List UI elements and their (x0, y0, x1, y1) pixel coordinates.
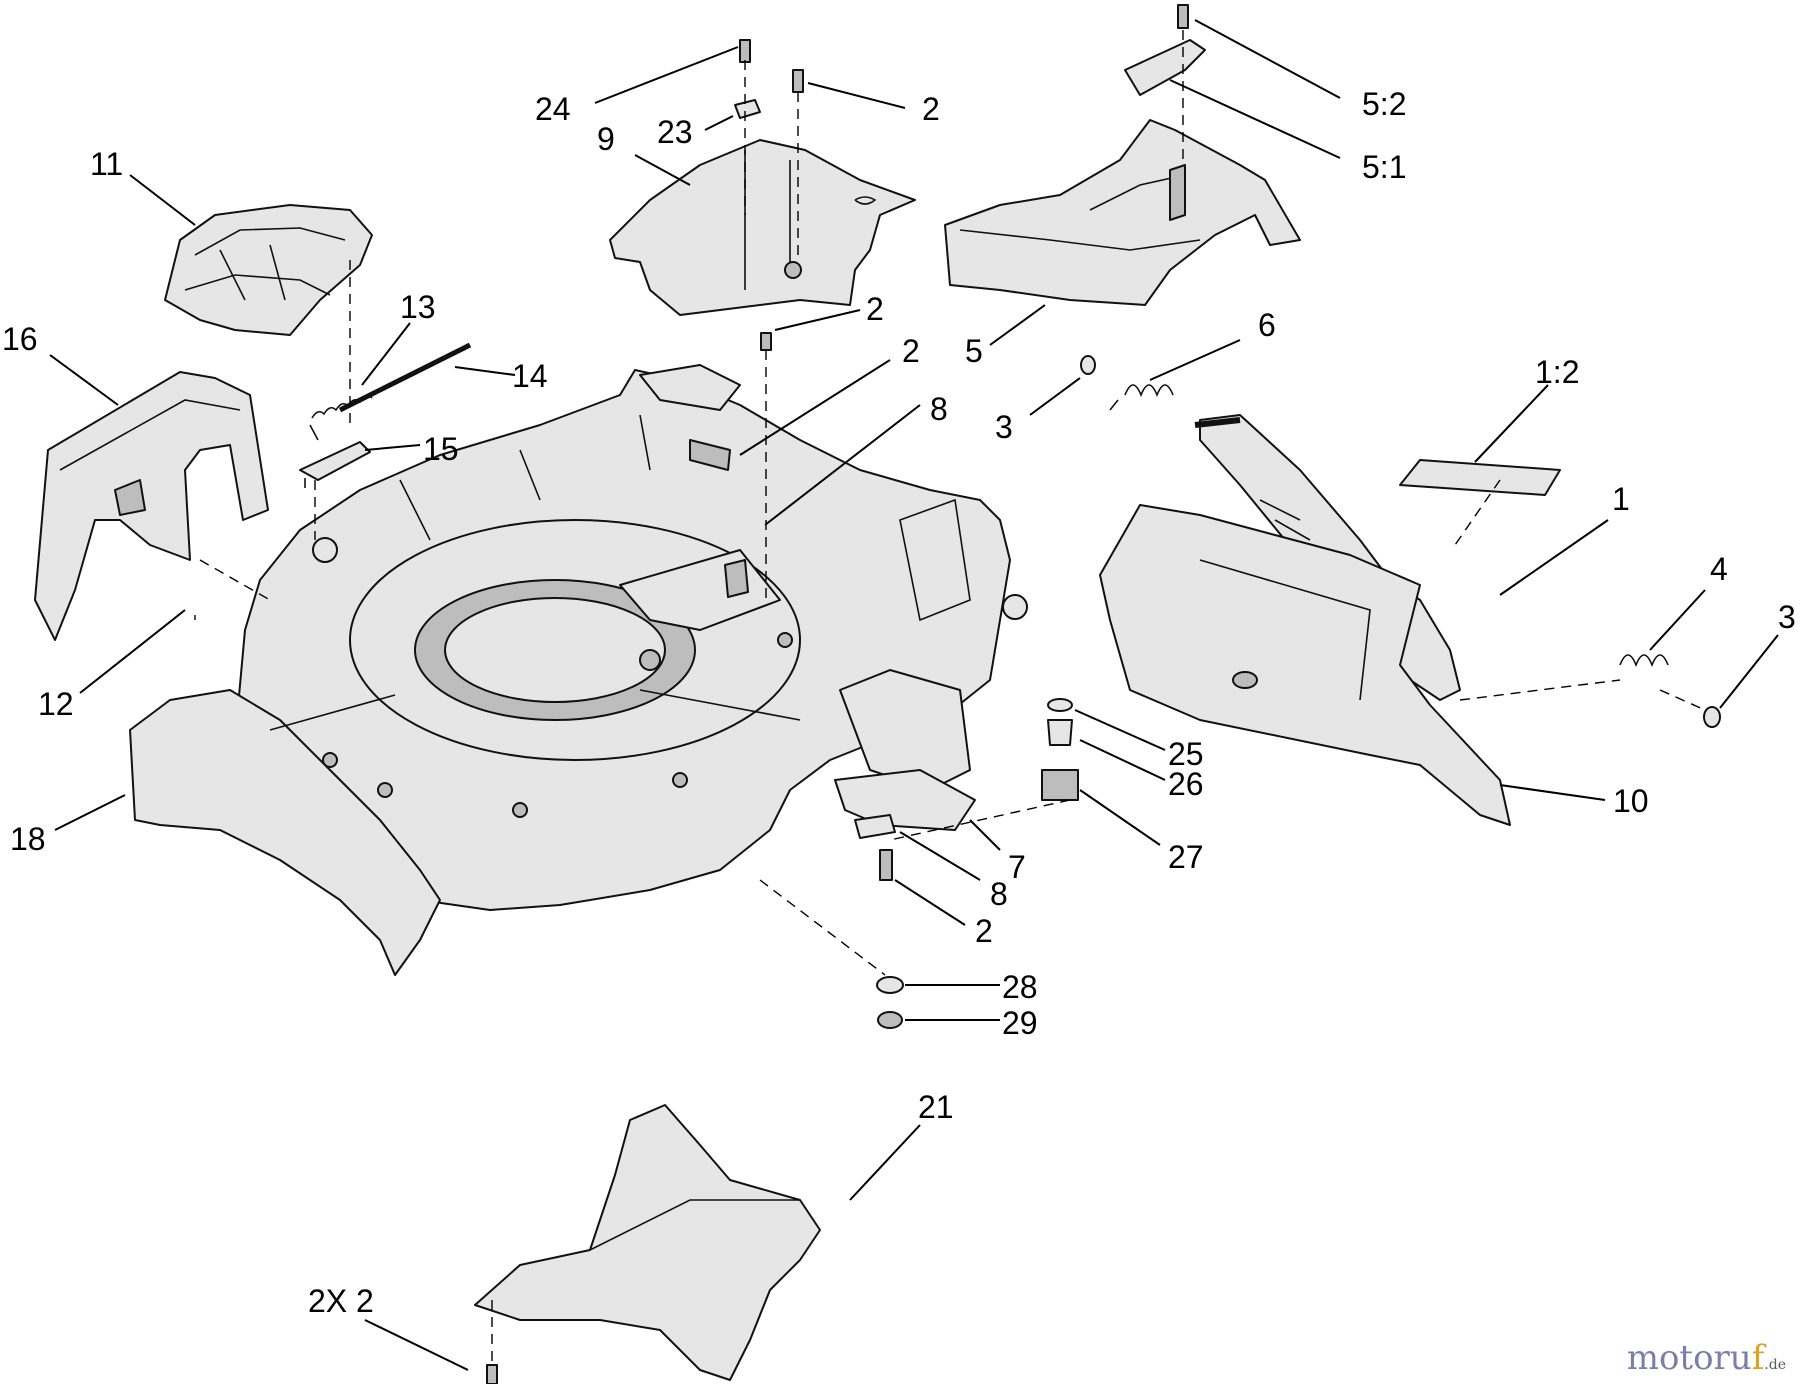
callout-11: 11 (90, 146, 123, 182)
callout-5-2: 5:2 (1362, 86, 1406, 122)
callout-1-2: 1:2 (1535, 354, 1579, 390)
callout-26: 26 (1168, 766, 1204, 802)
callout-6: 6 (1258, 307, 1276, 343)
callout-28: 28 (1002, 969, 1038, 1005)
watermark-logo: motoruf.de (1627, 1338, 1786, 1378)
callout-labels: 24 2 23 9 5:2 5:1 11 13 14 16 15 2 2 8 5… (2, 86, 1796, 1319)
callout-7: 7 (1008, 849, 1026, 885)
part-6-spring (1109, 384, 1174, 411)
callout-2: 2 (922, 91, 940, 127)
callout-15: 15 (423, 431, 459, 467)
callout-3: 3 (995, 409, 1013, 445)
callout-29: 29 (1002, 1005, 1038, 1041)
part-5-1-bracket (1124, 39, 1206, 96)
mower-deck (129, 364, 1028, 976)
part-21-plug (474, 1104, 821, 1385)
callout-1: 1 (1612, 481, 1630, 517)
callout-4: 4 (1710, 551, 1728, 587)
part-4-spring (1619, 654, 1669, 668)
part-14-rod (338, 342, 472, 413)
callout-8b: 8 (990, 876, 1008, 912)
callout-10: 10 (1613, 783, 1649, 819)
leader-lines (49, 19, 1779, 1371)
part-15-bracket (299, 441, 371, 488)
callout-27: 27 (1168, 839, 1204, 875)
part-3-washers (1080, 355, 1721, 728)
part-11-cover (164, 204, 373, 336)
callout-18: 18 (10, 821, 46, 857)
callout-2x2: 2X 2 (308, 1283, 374, 1319)
alignment-lines (194, 30, 1706, 1365)
part-7-skid (834, 769, 976, 831)
callout-2b: 2 (866, 291, 884, 327)
callout-16: 16 (2, 321, 38, 357)
callout-23: 23 (657, 114, 693, 150)
callout-13: 13 (400, 289, 436, 325)
part-10-door (1099, 504, 1511, 826)
callout-2d: 2 (975, 913, 993, 949)
watermark-accent: f (1751, 1338, 1765, 1378)
callout-14: 14 (512, 358, 548, 394)
bottom-hardware (854, 814, 904, 1029)
watermark-main: motoru (1626, 1338, 1752, 1378)
callout-24: 24 (535, 91, 571, 127)
part-23-clip (734, 99, 761, 119)
callout-8: 8 (930, 391, 948, 427)
part-1-2-label (1399, 459, 1561, 496)
callout-12: 12 (38, 686, 74, 722)
part-16-flap (34, 371, 269, 641)
callout-21: 21 (918, 1089, 954, 1125)
part-5-chute (944, 119, 1301, 306)
callout-9: 9 (597, 121, 615, 157)
part-13-spring (309, 394, 373, 441)
callout-3b: 3 (1778, 599, 1796, 635)
callout-5-1: 5:1 (1362, 149, 1406, 185)
parts-25-27 (1041, 698, 1079, 801)
callout-5: 5 (965, 333, 983, 369)
watermark-tld: .de (1764, 1357, 1786, 1373)
callout-2c: 2 (902, 333, 920, 369)
callout-25: 25 (1168, 736, 1204, 772)
